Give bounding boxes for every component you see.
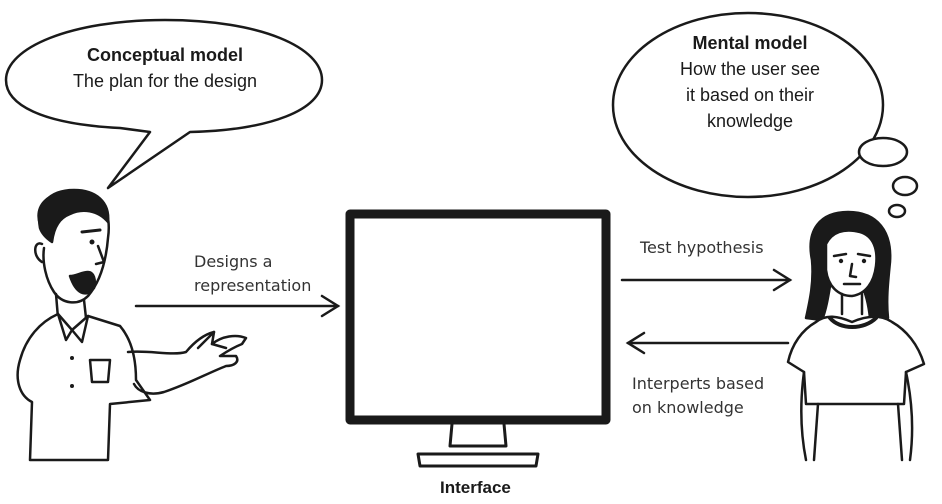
conceptual-model-title: Conceptual model	[86, 45, 243, 65]
designs-label-line-2: representation	[194, 276, 312, 295]
arrow-designs-representation	[134, 294, 341, 318]
interprets-label-line-1: Interperts based	[632, 374, 765, 393]
interprets-label-line-2: on knowledge	[632, 398, 744, 417]
conceptual-model-subtitle: The plan for the design	[72, 71, 258, 91]
designer-figure	[16, 188, 248, 462]
conceptual-model-bubble	[4, 18, 324, 190]
mental-model-bubble	[611, 11, 919, 219]
test-hypothesis-label: Test hypothesis	[640, 238, 764, 257]
arrow-interprets	[625, 331, 790, 355]
mental-model-line-1: How the user see	[679, 59, 821, 79]
mental-model-line-2: it based on their	[685, 85, 815, 105]
interprets-label: Interperts based on knowledge	[632, 372, 764, 420]
mental-model-text: Mental model How the user see it based o…	[640, 30, 860, 134]
mental-model-line-3: knowledge	[706, 111, 794, 131]
designs-label-line-1: Designs a	[194, 252, 273, 271]
interface-caption: Interface	[440, 478, 511, 497]
user-figure	[786, 210, 926, 462]
conceptual-model-text: Conceptual model The plan for the design	[30, 42, 300, 94]
designs-label: Designs a representation	[194, 250, 311, 298]
arrow-test-hypothesis	[620, 268, 793, 292]
mental-model-title: Mental model	[692, 33, 808, 53]
interface-monitor	[345, 209, 611, 468]
